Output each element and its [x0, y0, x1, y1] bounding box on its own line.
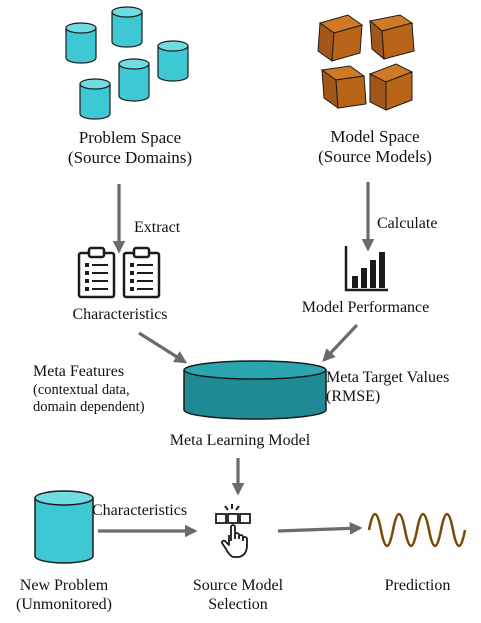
clipboard-icon: [122, 246, 161, 299]
prediction-arrow: [277, 521, 363, 535]
prediction-label: Prediction: [384, 577, 451, 594]
model-performance-label: Model Performance: [301, 299, 430, 316]
meta-target-arrow: [322, 323, 359, 362]
meta-learning-model-icon: [183, 360, 327, 420]
pointer-hand-icon: [215, 504, 251, 558]
meta-learning-model-label: Meta Learning Model: [169, 432, 311, 449]
meta-features-line1: Meta Features: [33, 363, 125, 380]
new-problem-label: New Problem (Unmonitored): [0, 577, 128, 615]
meta-target-label: Meta Target Values (RMSE): [326, 369, 449, 407]
source-selection-line1: Source Model: [192, 577, 284, 594]
database-icon: [157, 40, 189, 82]
model-space-line1: Model Space: [330, 127, 420, 146]
database-icon: [118, 58, 150, 102]
problem-space-line1: Problem Space: [78, 128, 182, 147]
new-problem-line1: New Problem: [19, 577, 109, 594]
cube-icon: [368, 63, 414, 111]
cube-icon: [320, 65, 367, 110]
source-selection-line2: Selection: [208, 595, 268, 613]
characteristics-label: Characteristics: [72, 306, 168, 323]
meta-features-arrow: [138, 331, 188, 364]
clipboard-icon: [77, 246, 116, 299]
source-selection-label: Source Model Selection: [168, 577, 308, 615]
meta-features-label: Meta Features (contextual data, domain d…: [33, 363, 145, 416]
model-space-line2: (Source Models): [318, 147, 432, 167]
database-icon: [65, 22, 97, 64]
database-icon: [79, 78, 111, 120]
meta-features-line3: domain dependent): [33, 398, 145, 415]
database-icon: [111, 6, 143, 48]
problem-space-label: Problem Space (Source Domains): [40, 128, 220, 168]
bar-chart-icon: [344, 246, 388, 292]
cube-icon: [317, 14, 364, 62]
problem-space-line2: (Source Domains): [67, 148, 193, 168]
characteristics-arrow-label: Characteristics: [92, 502, 188, 519]
database-icon: [34, 490, 94, 564]
extract-label: Extract: [134, 219, 181, 236]
meta-target-line2: (RMSE): [326, 387, 381, 405]
cube-icon: [368, 14, 415, 61]
calculate-label: Calculate: [377, 215, 438, 232]
model-space-label: Model Space (Source Models): [290, 127, 460, 167]
sine-wave-icon: [367, 512, 467, 548]
meta-features-line2: (contextual data,: [33, 381, 130, 398]
meta-target-line1: Meta Target Values: [326, 369, 450, 386]
new-problem-line2: (Unmonitored): [16, 595, 112, 613]
